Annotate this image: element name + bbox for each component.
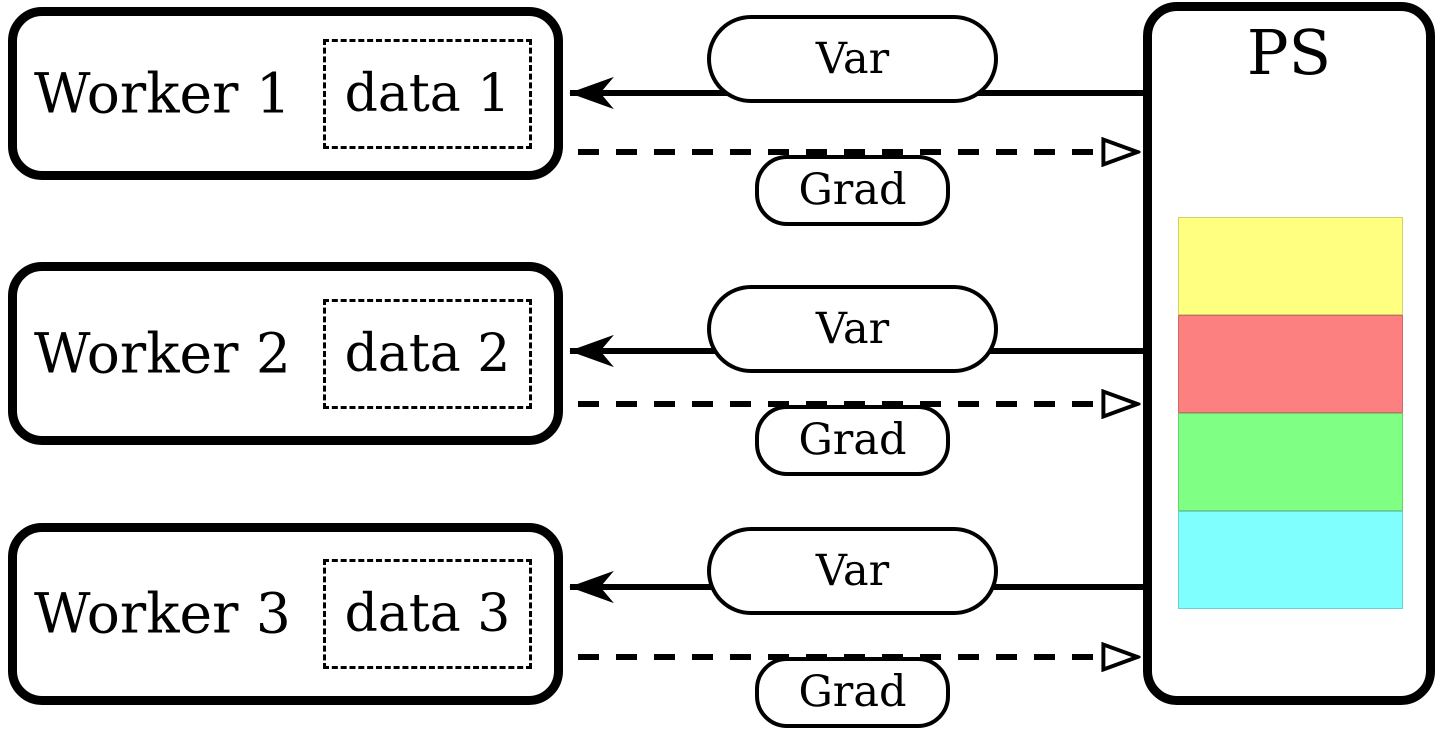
- ps-label: PS: [1246, 16, 1332, 89]
- param-block-yellow: [1178, 217, 1403, 315]
- worker-3-label: Worker 3: [34, 581, 291, 646]
- data-3-box: data 3: [323, 559, 532, 669]
- worker-2-label: Worker 2: [34, 321, 291, 385]
- param-block-cyan: [1178, 511, 1403, 609]
- var-pill-3-label: Var: [815, 545, 890, 596]
- param-block-green: [1178, 413, 1403, 511]
- param-block-red: [1178, 315, 1403, 413]
- ps-box: PS: [1143, 2, 1435, 705]
- worker-1-label: Worker 1: [34, 61, 291, 125]
- worker-2-box: Worker 2 data 2: [8, 262, 563, 445]
- worker-1-box: Worker 1 data 1: [8, 7, 563, 180]
- grad-pill-2-label: Grad: [798, 415, 907, 465]
- grad-pill-3: Grad: [755, 657, 950, 728]
- var-pill-1-label: Var: [815, 33, 890, 84]
- worker-3-box: Worker 3 data 3: [8, 523, 563, 705]
- grad-pill-1-label: Grad: [798, 165, 907, 215]
- grad-pill-1: Grad: [755, 155, 950, 226]
- data-2-box: data 2: [323, 298, 532, 409]
- data-3-label: data 3: [344, 584, 511, 644]
- var-pill-3: Var: [707, 527, 998, 615]
- var-pill-2-label: Var: [815, 303, 890, 354]
- ps-param-blocks: [1178, 217, 1403, 609]
- data-1-label: data 1: [344, 63, 511, 124]
- data-2-label: data 2: [344, 323, 511, 384]
- var-pill-1: Var: [707, 15, 998, 103]
- var-pill-2: Var: [707, 285, 998, 373]
- data-1-box: data 1: [323, 38, 532, 149]
- grad-pill-3-label: Grad: [798, 667, 907, 717]
- grad-pill-2: Grad: [755, 405, 950, 476]
